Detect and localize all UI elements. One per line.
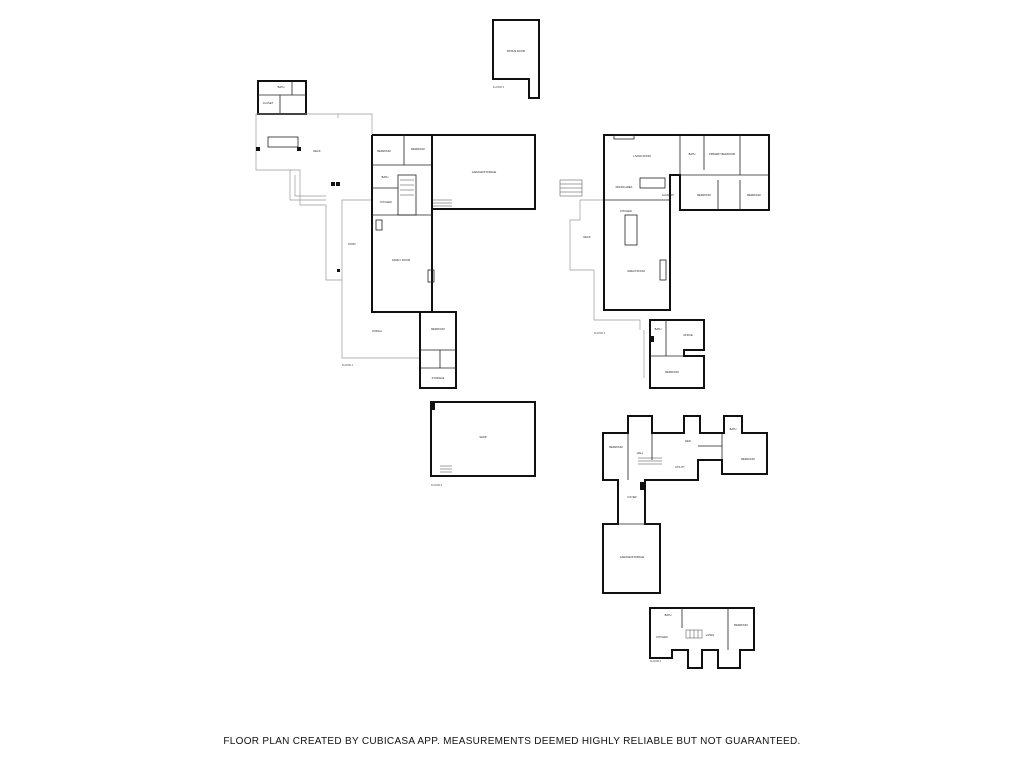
floor-1-garage: GARAGE/STORAGE <box>431 134 536 210</box>
room-label: BEDROOM <box>431 327 444 331</box>
floor-6-plan: BATH KITCHEN LIVING BEDROOM FLOOR 6 <box>649 607 755 669</box>
room-label: LAUNDRY <box>662 193 675 197</box>
room-label: SHOP <box>479 435 487 439</box>
floor-3-wing: BATH OFFICE BEDROOM <box>649 319 705 389</box>
room-label: LIVING ROOM <box>633 154 650 158</box>
room-label: BEDROOM <box>609 445 622 449</box>
floor-3-deck: DECK <box>559 179 645 378</box>
room-label: DECK <box>313 149 320 153</box>
floor-label: FLOOR 2 <box>493 85 505 89</box>
room-label: GREAT ROOM <box>627 269 645 273</box>
room-label: PRIMARY BEDROOM <box>709 152 735 156</box>
room-label: CLOSET <box>263 101 274 105</box>
room-label: DEN <box>685 439 691 443</box>
room-label: BATH <box>730 427 737 431</box>
room-label: BONUS ROOM <box>507 49 525 53</box>
floor-2-plan: BONUS ROOM FLOOR 2 <box>492 19 540 99</box>
room-label: LIVING <box>706 633 715 637</box>
room-label: PATIO <box>348 242 355 246</box>
room-label: BATH <box>278 85 285 89</box>
room-label: BEDROOM <box>697 193 710 197</box>
floor-4-plan: SHOP FLOOR 4 <box>430 401 536 487</box>
floor-label: FLOOR 6 <box>650 659 662 663</box>
room-label: BATH <box>665 613 672 617</box>
room-label: BATH <box>382 175 389 179</box>
room-label: UTILITY <box>675 465 685 469</box>
room-label: DECK <box>583 235 590 239</box>
floor-5-plan: BEDROOM DEN BATH HALL BEDROOM UTILITY FO… <box>602 415 768 594</box>
room-label: KITCHEN <box>380 200 392 204</box>
room-label: BEDROOM <box>411 147 424 151</box>
floor-label: FLOOR 1 <box>342 363 354 367</box>
floor-3-plan: DECK LIVING ROOM BATH PRIMARY BEDROOM DI… <box>559 134 770 389</box>
room-label: OFFICE <box>683 333 693 337</box>
room-label: BEDROOM <box>747 193 760 197</box>
room-label: HALL <box>637 451 644 455</box>
room-label: PORCH <box>372 329 381 333</box>
floor-1-plan: BATH CLOSET DECK PATIO PORCH <box>255 80 536 389</box>
floor-label: FLOOR 4 <box>431 483 443 487</box>
floor-1-deck: DECK PATIO PORCH <box>255 113 420 359</box>
room-label: BEDROOM <box>741 457 754 461</box>
room-label: GARAGE/STORAGE <box>620 555 645 559</box>
floor-1-bath-unit: BATH CLOSET <box>257 80 307 115</box>
room-label: DINING AREA <box>616 185 633 189</box>
room-label: FOYER <box>628 495 637 499</box>
room-label: KITCHEN <box>656 635 668 639</box>
room-label: BATH <box>655 327 662 331</box>
room-label: BEDROOM <box>734 623 747 627</box>
floor-3-main: LIVING ROOM BATH PRIMARY BEDROOM DINING … <box>603 134 770 311</box>
room-label: BEDROOM <box>665 370 678 374</box>
room-label: FAMILY ROOM <box>392 258 410 262</box>
room-label: KITCHEN <box>620 209 632 213</box>
floor-plan-disclaimer: FLOOR PLAN CREATED BY CUBICASA APP. MEAS… <box>223 736 801 747</box>
room-label: STORAGE <box>432 376 445 380</box>
floor-1-main: BEDROOM BEDROOM KITCHEN FAMILY ROOM BATH… <box>371 134 457 389</box>
room-label: BATH <box>689 152 696 156</box>
room-label: BEDROOM <box>377 149 390 153</box>
room-label: GARAGE/STORAGE <box>472 170 497 174</box>
floor-label: FLOOR 3 <box>594 331 606 335</box>
